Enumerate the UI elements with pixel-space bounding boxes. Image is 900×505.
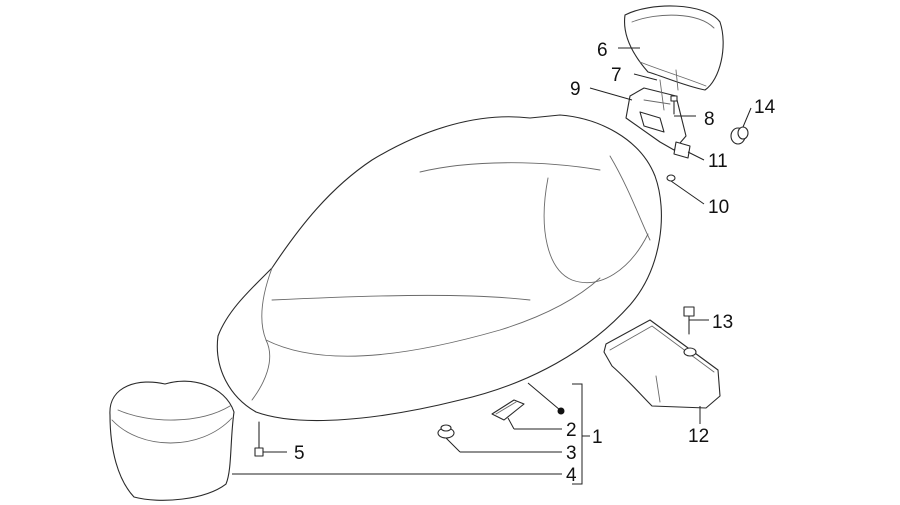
label-9: 9 <box>570 79 581 100</box>
clip-part-11 <box>673 141 691 159</box>
bushing-part-3 <box>437 424 455 439</box>
screw-part-13 <box>683 306 695 335</box>
seat-assembly <box>216 114 662 421</box>
label-11: 11 <box>708 151 728 172</box>
label-4: 4 <box>566 465 577 486</box>
backrest-pad <box>623 5 724 91</box>
label-12: 12 <box>688 426 709 447</box>
washer-part-10 <box>666 174 676 182</box>
label-14: 14 <box>754 97 776 118</box>
screw-part-8 <box>670 95 678 115</box>
label-6: 6 <box>597 40 608 61</box>
label-13: 13 <box>712 312 733 333</box>
callout-labels: 6 7 9 8 14 11 10 13 12 5 2 3 4 1 <box>294 40 776 486</box>
label-3: 3 <box>566 443 577 464</box>
backrest-bracket <box>625 79 687 151</box>
seat-reference-dot <box>557 407 565 415</box>
label-7: 7 <box>611 65 622 86</box>
buffer-part-2 <box>491 399 525 421</box>
plug-cap-part-14 <box>730 126 749 145</box>
label-10: 10 <box>708 197 729 218</box>
label-1: 1 <box>592 427 603 448</box>
storage-liner <box>109 380 235 501</box>
cover-part-12 <box>603 319 721 409</box>
screw-part-5 <box>254 421 264 457</box>
label-5: 5 <box>294 443 305 464</box>
label-8: 8 <box>704 109 715 130</box>
leader-lines <box>232 47 752 485</box>
label-2: 2 <box>566 420 577 441</box>
